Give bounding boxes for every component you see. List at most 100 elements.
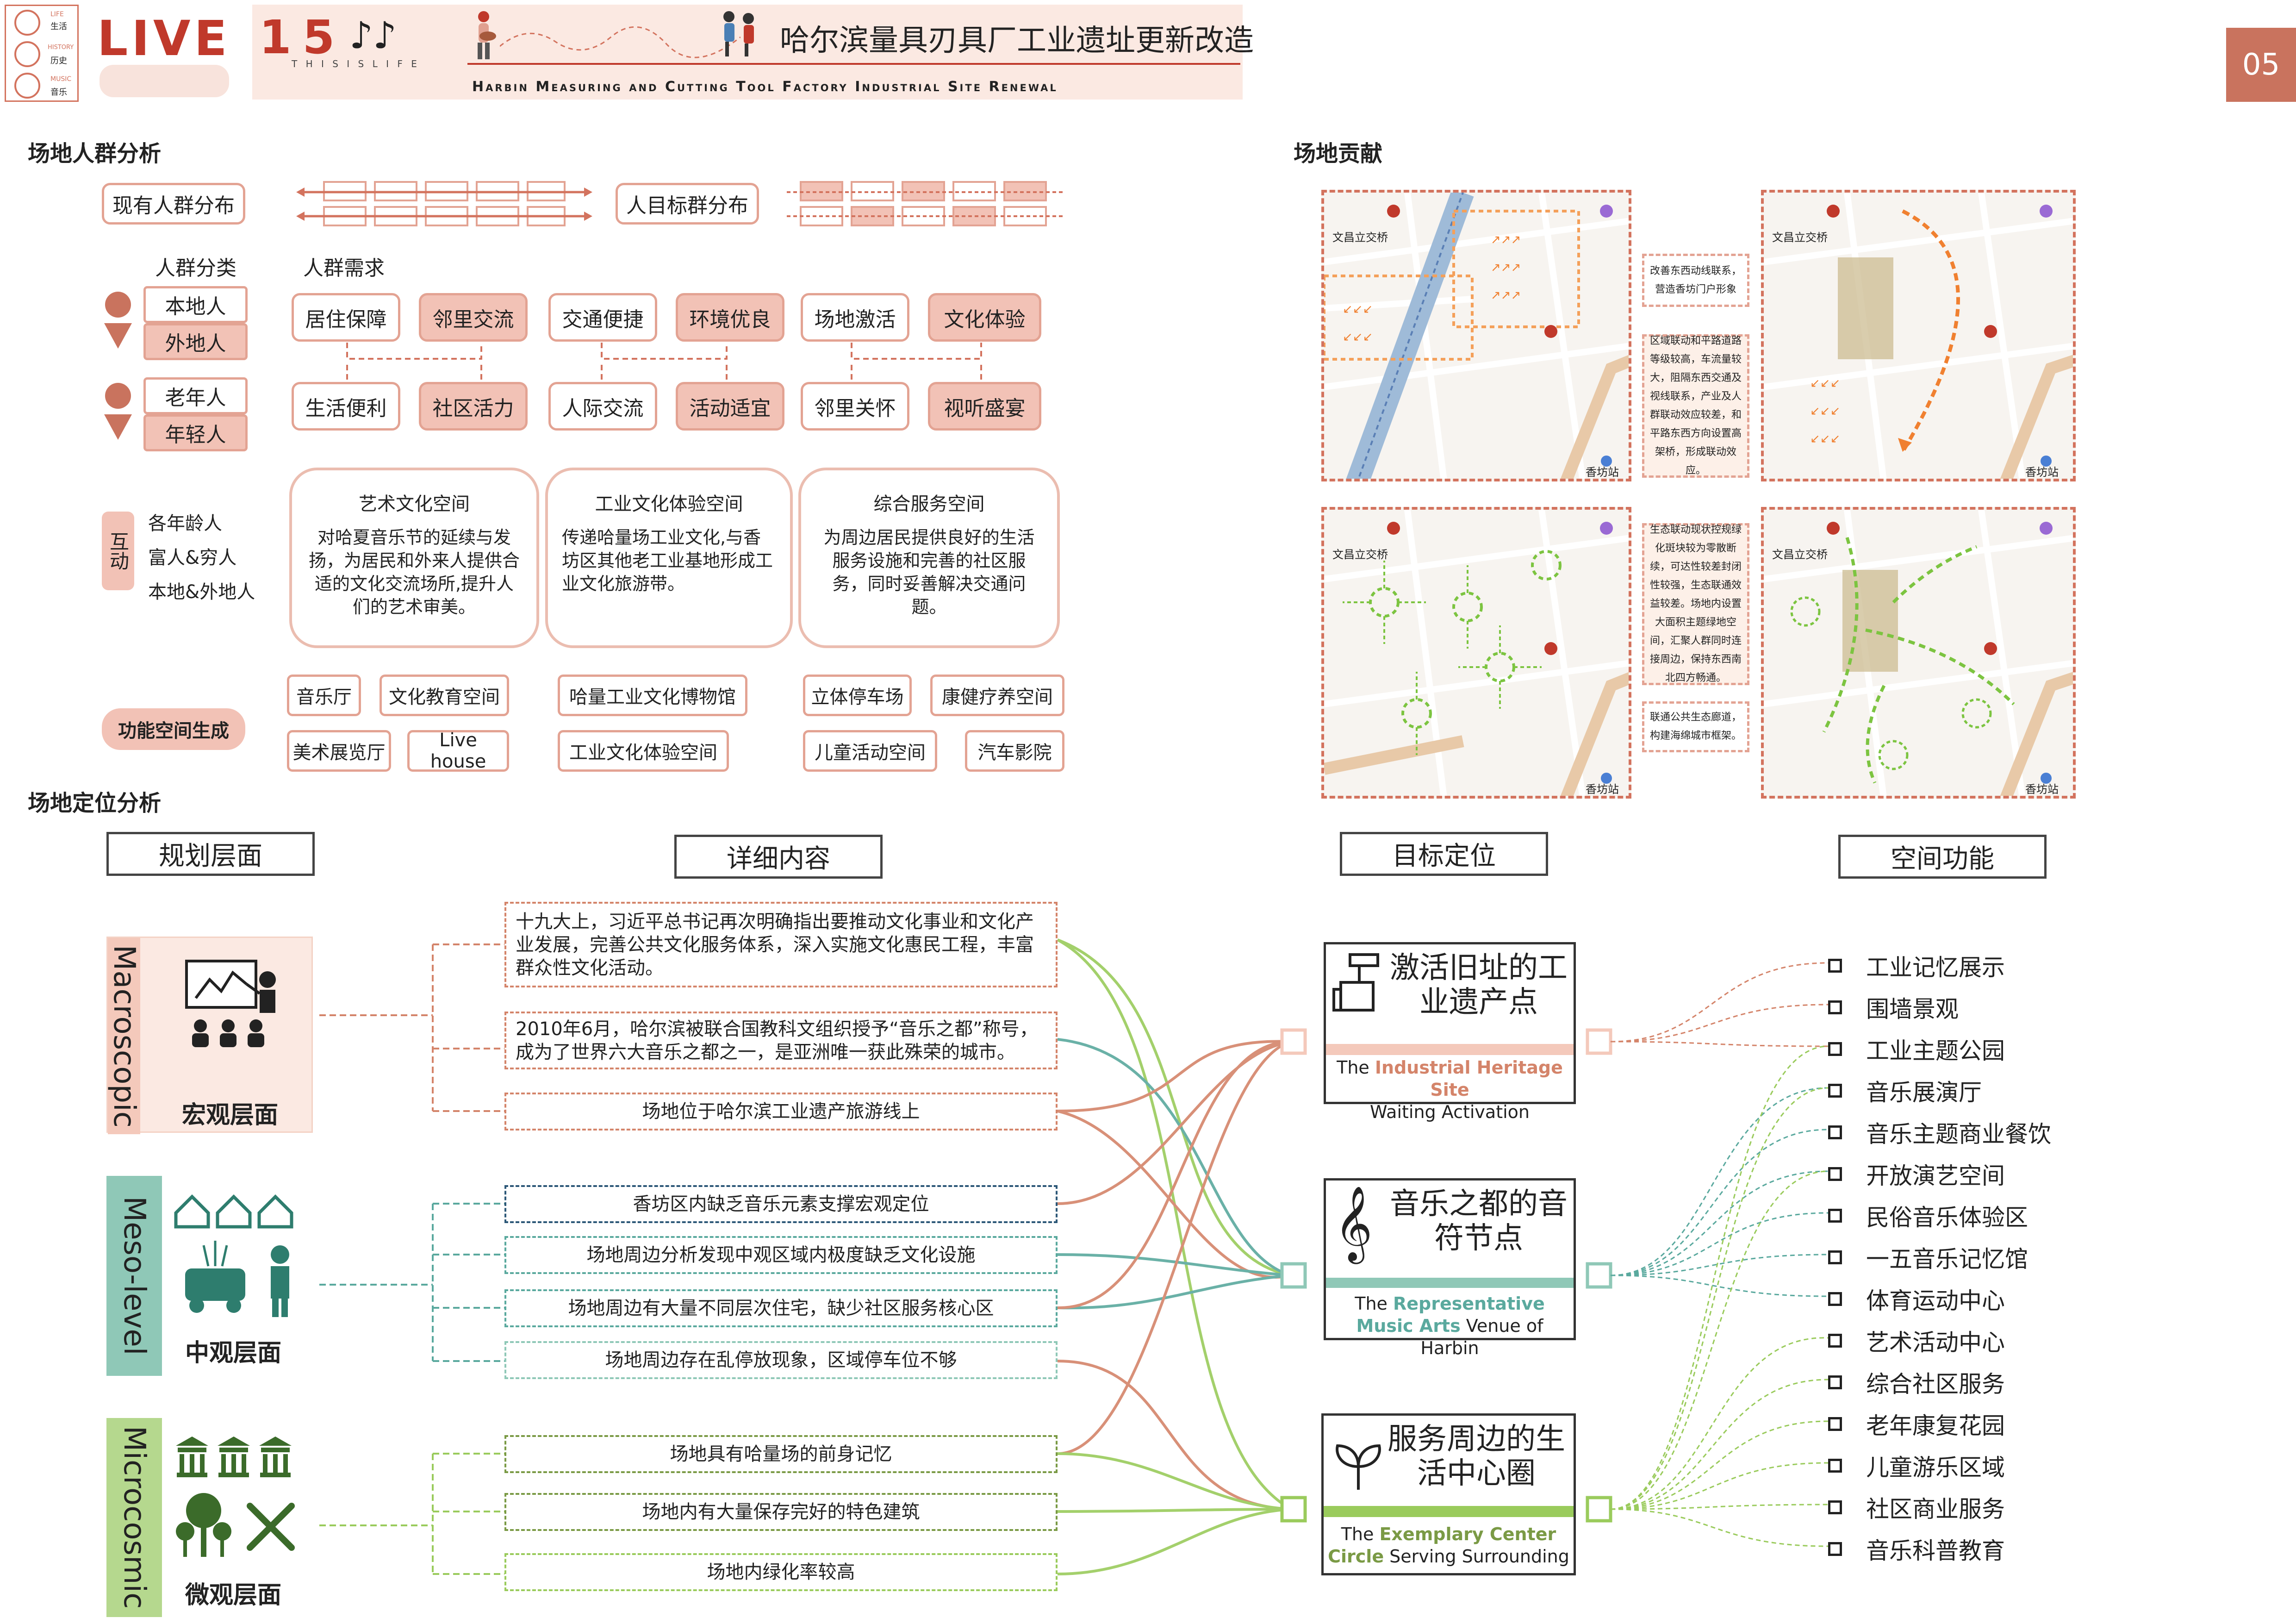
contribution-caption-4: 联通公共生态廊道，构建海绵城市框架。 <box>1642 701 1749 752</box>
need-item: 文化体验 <box>928 293 1041 342</box>
header-space-function: 空间功能 <box>1838 835 2047 879</box>
checkbox-icon <box>1828 1334 1842 1348</box>
checkbox-icon <box>1828 1167 1842 1181</box>
checkbox-icon <box>1828 1125 1842 1139</box>
crowd-section-title: 场地人群分析 <box>28 141 162 167</box>
site-map-1: ↙↙↙↙↙↙↗↗↗↗↗↗↗↗↗ 文昌立交桥 香坊站 <box>1321 190 1631 481</box>
existing-crowd-label: 现有人群分布 <box>102 183 245 225</box>
map-label-station: 香坊站 <box>1586 783 1619 796</box>
checkbox-icon <box>1828 1459 1842 1473</box>
need-item: 社区活力 <box>419 382 528 431</box>
content-box: 2010年6月，哈尔滨被联合国教科文组织授予“音乐之都”称号，成为了世界六大音乐… <box>504 1012 1058 1069</box>
header-title-en: Harbin Measuring and Cutting Tool Factor… <box>472 79 1058 95</box>
music-notes: ♪♪ <box>349 14 397 57</box>
interact-item: 各年龄人 <box>148 513 222 534</box>
music-icon <box>14 73 40 99</box>
function-item: 围墙景观 <box>1828 991 1959 1024</box>
checkbox-icon <box>1828 1417 1842 1431</box>
guitar-player-icon <box>467 9 500 60</box>
legend-life-cn: 生活 <box>50 22 67 31</box>
map-label-overpass: 文昌立交桥 <box>1332 548 1388 561</box>
need-item: 居住保障 <box>292 293 400 342</box>
content-box: 香坊区内缺乏音乐元素支撑宏观定位 <box>504 1185 1058 1223</box>
function-item: 体育运动中心 <box>1828 1282 2005 1316</box>
history-icon <box>14 41 40 67</box>
checkbox-icon <box>1828 1209 1842 1223</box>
func-item: 儿童活动空间 <box>803 730 937 772</box>
function-space-label: 功能空间生成 <box>102 708 245 750</box>
site-map-3: 文昌立交桥 香坊站 <box>1321 507 1631 799</box>
meso-level-en: Meso-level <box>106 1176 162 1376</box>
svg-text:↙↙↙: ↙↙↙ <box>1810 376 1840 390</box>
crowd-pair-2-icon <box>102 382 134 442</box>
content-box: 场地具有哈量场的前身记忆 <box>504 1435 1058 1473</box>
macro-level-en: Macroscopic <box>107 938 141 1134</box>
svg-text:↙↙↙: ↙↙↙ <box>1343 302 1373 316</box>
fifteen-label: 15 <box>259 10 346 64</box>
need-item: 人际交流 <box>548 382 657 431</box>
map-label-overpass: 文昌立交桥 <box>1332 231 1388 244</box>
legend-history-en: HISTORY <box>48 44 74 51</box>
space-card-service: 综合服务空间 为周边居民提供良好的生活服务设施和完善的社区服务，同时妥善解决交通… <box>798 468 1060 648</box>
checkbox-icon <box>1828 1084 1842 1098</box>
contribution-caption-3: 生态联动现状控规绿化斑块较为零散断续，可达性较差封闭性较强，生态联通效益较差。场… <box>1642 523 1749 685</box>
live-logo: LIVE <box>97 10 231 67</box>
space-card-text: 传递哈量场工业文化,与香坊区其他老工业基地形成工业文化旅游带。 <box>562 527 773 594</box>
map-label-overpass: 文昌立交桥 <box>1772 548 1828 561</box>
content-box: 场地周边分析发现中观区域内极度缺乏文化设施 <box>504 1236 1058 1274</box>
target-color-bar <box>1326 1278 1574 1288</box>
content-box: 场地位于哈尔滨工业遗产旅游线上 <box>504 1093 1058 1131</box>
space-card-industrial: 工业文化体验空间 传递哈量场工业文化,与香坊区其他老工业基地形成工业文化旅游带。 <box>545 468 793 648</box>
crowd-pair-1-icon <box>102 291 134 351</box>
func-item: 音乐厅 <box>287 675 361 716</box>
space-card-text: 为周边居民提供良好的生活服务设施和完善的社区服务，同时妥善解决交通问题。 <box>823 527 1035 617</box>
target-crowd-diagram <box>787 178 1064 229</box>
legend-music-en: MUSIC <box>50 75 72 83</box>
header-target-position: 目标定位 <box>1340 832 1548 876</box>
target-en: The Representative Music Arts Venue of H… <box>1355 1293 1545 1358</box>
need-item: 场地激活 <box>801 293 909 342</box>
function-item: 一五音乐记忆馆 <box>1828 1241 2028 1274</box>
this-is-life: T H I S I S L I F E <box>292 58 420 69</box>
map-label-overpass: 文昌立交桥 <box>1772 231 1828 244</box>
content-box: 场地周边有大量不同层次住宅，缺少社区服务核心区 <box>504 1289 1058 1327</box>
function-item: 音乐展演厅 <box>1828 1074 1982 1107</box>
macro-level-card: Macroscopic 宏观层面 <box>106 937 313 1134</box>
map-label-station: 香坊站 <box>2025 466 2059 479</box>
existing-crowd-diagram <box>296 178 592 229</box>
interact-label: 互动 <box>102 512 134 590</box>
space-card-art: 艺术文化空间 对哈夏音乐节的延续与发扬，为居民和外来人提供合适的文化交流场所,提… <box>289 468 539 648</box>
map-label-station: 香坊站 <box>1586 466 1619 479</box>
site-map-2: ↙↙↙↙↙↙↙↙↙ 文昌立交桥 香坊站 <box>1761 190 2076 481</box>
treble-clef-icon: 𝄞 <box>1334 1186 1373 1261</box>
needs-connector <box>296 340 1041 382</box>
page-number: 05 <box>2226 28 2296 102</box>
decorative-music-line <box>499 19 741 60</box>
svg-text:↙↙↙: ↙↙↙ <box>1810 432 1840 446</box>
checkbox-icon <box>1828 1542 1842 1556</box>
func-item: 工业文化体验空间 <box>558 730 729 772</box>
micro-level-card: Microcosmic 微观层面 <box>106 1418 313 1617</box>
need-item: 交通便捷 <box>548 293 657 342</box>
target-cn: 服务周边的生活中心圈 <box>1388 1422 1565 1491</box>
sprout-icon <box>1333 1439 1384 1494</box>
function-item: 工业记忆展示 <box>1828 949 2005 982</box>
site-map-4: 文昌立交桥 香坊站 <box>1761 507 2076 799</box>
function-item: 社区商业服务 <box>1828 1491 2005 1524</box>
space-card-title: 艺术文化空间 <box>359 493 470 515</box>
target-cn: 音乐之都的音符节点 <box>1390 1187 1568 1255</box>
live-logo-decor <box>100 65 229 97</box>
meso-level-card: Meso-level 中观层面 <box>106 1176 313 1376</box>
space-card-title: 综合服务空间 <box>873 493 985 515</box>
header-rule <box>467 63 1240 65</box>
checkbox-icon <box>1828 1375 1842 1389</box>
micro-level-cn: 微观层面 <box>185 1581 282 1609</box>
houses-car-icon <box>171 1185 310 1324</box>
checkbox-icon <box>1828 1500 1842 1514</box>
content-box: 场地内有大量保存完好的特色建筑 <box>504 1493 1058 1531</box>
svg-text:↗↗↗: ↗↗↗ <box>1491 233 1521 247</box>
legend-life-en: LIFE <box>50 11 64 18</box>
header-legend: LIFE 生活 HISTORY 历史 MUSIC 音乐 <box>5 5 79 102</box>
